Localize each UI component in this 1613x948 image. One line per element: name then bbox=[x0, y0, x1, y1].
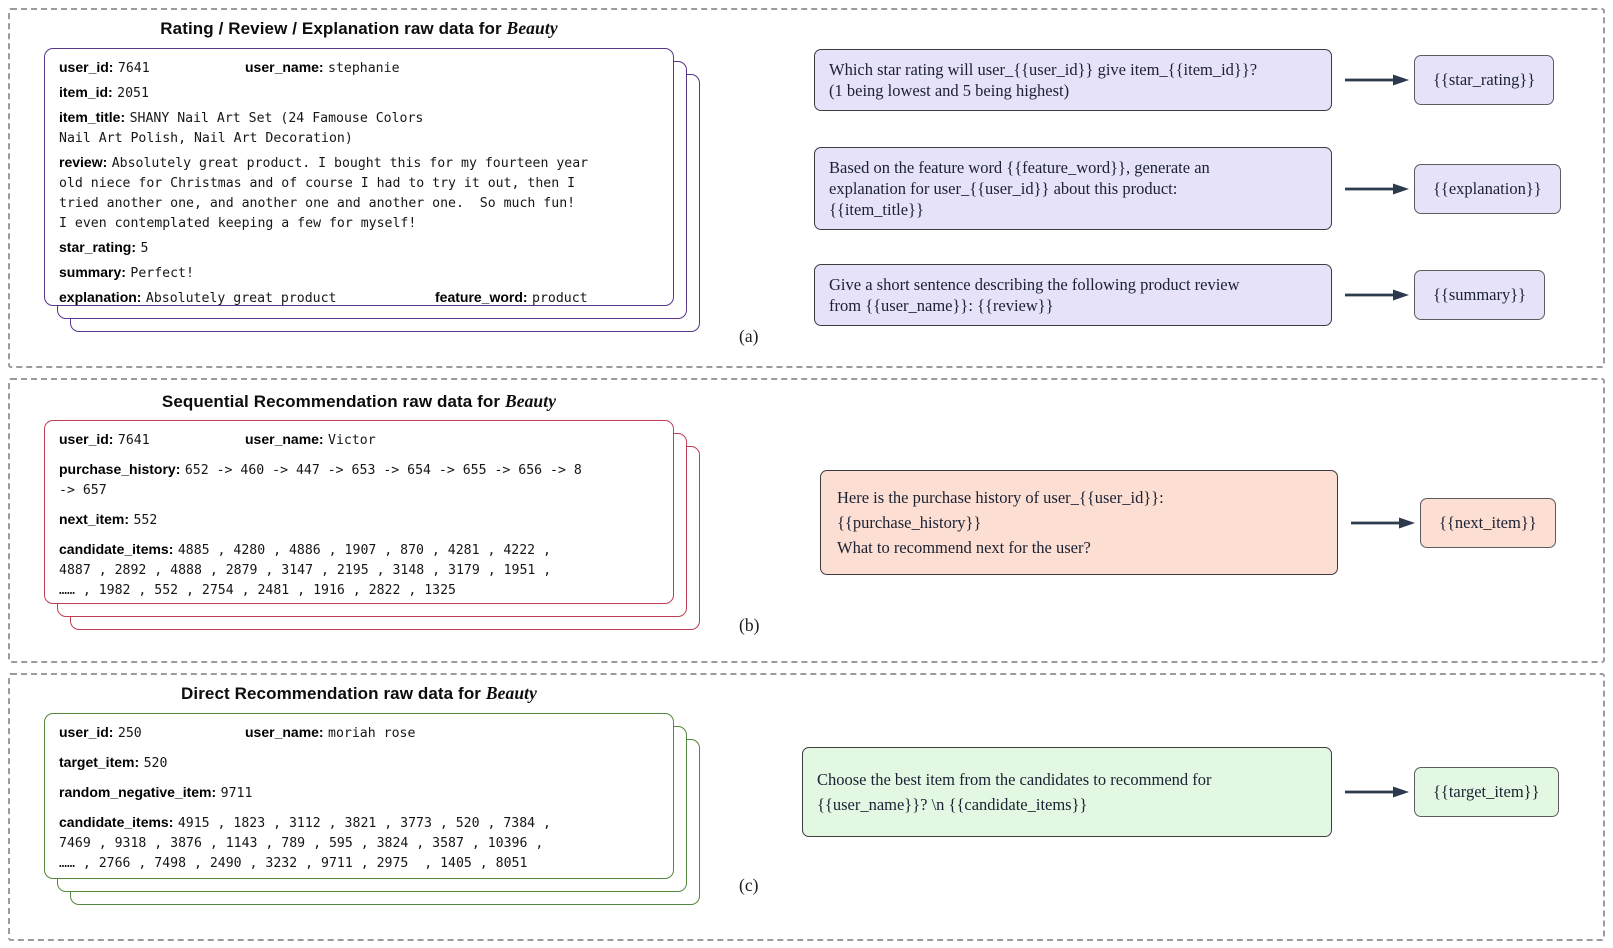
raw-data-card-c: user_id: 250 user_name: moriah rose targ… bbox=[44, 713, 674, 879]
panel-c-title-dataset: Beauty bbox=[485, 683, 537, 703]
panel-c-title: Direct Recommendation raw data for Beaut… bbox=[44, 683, 674, 704]
panel-c-title-text: Direct Recommendation raw data for bbox=[181, 684, 486, 703]
field-random-negative-item: random_negative_item: 9711 bbox=[59, 784, 253, 801]
prompt-box-next-item: Here is the purchase history of user_{{u… bbox=[820, 470, 1338, 575]
prompt-row-star-rating: Which star rating will user_{{user_id}} … bbox=[814, 49, 1555, 111]
field-feature-word: feature_word: product bbox=[435, 289, 588, 306]
panel-a-title-dataset: Beauty bbox=[506, 18, 558, 38]
field-candidate-items: candidate_items: 4885 , 4280 , 4886 , 19… bbox=[59, 541, 552, 598]
field-target-item: target_item: 520 bbox=[59, 754, 168, 771]
output-box-explanation: {{explanation}} bbox=[1414, 163, 1561, 214]
prompt-row-explanation: Based on the feature word {{feature_word… bbox=[814, 147, 1561, 230]
output-box-next-item: {{next_item}} bbox=[1420, 497, 1556, 548]
prompt-row-target-item: Choose the best item from the candidates… bbox=[802, 747, 1559, 837]
panel-b-label: (b) bbox=[739, 615, 760, 635]
output-box-star-rating: {{star_rating}} bbox=[1414, 55, 1555, 105]
field-user-name: user_name: stephanie bbox=[245, 59, 400, 76]
field-purchase-history: purchase_history: 652 -> 460 -> 447 -> 6… bbox=[59, 461, 582, 498]
field-user-name: user_name: moriah rose bbox=[245, 724, 416, 741]
raw-data-card-b: user_id: 7641 user_name: Victor purchase… bbox=[44, 420, 674, 604]
panel-b-title: Sequential Recommendation raw data for B… bbox=[44, 391, 674, 412]
field-next-item: next_item: 552 bbox=[59, 511, 158, 528]
panel-b-title-dataset: Beauty bbox=[504, 391, 557, 411]
panel-sequential-recommendation: Sequential Recommendation raw data for B… bbox=[8, 378, 1605, 663]
arrow-icon bbox=[1344, 72, 1410, 88]
output-box-target-item: {{target_item}} bbox=[1414, 767, 1559, 817]
prompt-row-summary: Give a short sentence describing the fol… bbox=[814, 264, 1546, 326]
prompt-box-star-rating: Which star rating will user_{{user_id}} … bbox=[814, 49, 1332, 111]
arrow-icon bbox=[1344, 287, 1410, 303]
panel-a-title-text: Rating / Review / Explanation raw data f… bbox=[160, 19, 507, 38]
field-review: review: Absolutely great product. I boug… bbox=[59, 154, 589, 231]
field-user-id: user_id: 7641 user_name: stephanie bbox=[59, 59, 400, 76]
prompt-row-next-item: Here is the purchase history of user_{{u… bbox=[820, 470, 1556, 575]
raw-data-card-stack-b: user_id: 7641 user_name: Victor purchase… bbox=[44, 420, 700, 630]
panel-a-title: Rating / Review / Explanation raw data f… bbox=[44, 18, 674, 39]
raw-data-card-stack-a: user_id: 7641 user_name: stephanie item_… bbox=[44, 48, 700, 332]
panel-b-title-text: Sequential Recommendation raw data for bbox=[161, 392, 505, 411]
field-user-id: user_id: 250 user_name: moriah rose bbox=[59, 724, 416, 741]
raw-data-card-a: user_id: 7641 user_name: stephanie item_… bbox=[44, 48, 674, 306]
prompt-box-explanation: Based on the feature word {{feature_word… bbox=[814, 147, 1332, 230]
panel-a-label: (a) bbox=[739, 326, 759, 346]
field-item-id: item_id: 2051 bbox=[59, 84, 149, 101]
field-user-name: user_name: Victor bbox=[245, 431, 376, 448]
raw-data-card-stack-c: user_id: 250 user_name: moriah rose targ… bbox=[44, 713, 700, 905]
output-box-summary: {{summary}} bbox=[1414, 270, 1546, 320]
arrow-icon bbox=[1344, 181, 1410, 197]
prompt-box-summary: Give a short sentence describing the fol… bbox=[814, 264, 1332, 326]
field-star-rating: star_rating: 5 bbox=[59, 239, 149, 256]
field-summary: summary: Perfect! bbox=[59, 264, 194, 281]
arrow-icon bbox=[1344, 784, 1410, 800]
field-explanation: explanation: Absolutely great product fe… bbox=[59, 289, 588, 306]
field-item-title: item_title: SHANY Nail Art Set (24 Famou… bbox=[59, 109, 424, 146]
field-user-id: user_id: 7641 user_name: Victor bbox=[59, 431, 376, 448]
panel-rating-review-explanation: Rating / Review / Explanation raw data f… bbox=[8, 8, 1605, 368]
field-candidate-items: candidate_items: 4915 , 1823 , 3112 , 38… bbox=[59, 814, 551, 871]
arrow-icon bbox=[1350, 515, 1416, 531]
prompt-box-target-item: Choose the best item from the candidates… bbox=[802, 747, 1332, 837]
panel-c-label: (c) bbox=[739, 875, 759, 895]
panel-direct-recommendation: Direct Recommendation raw data for Beaut… bbox=[8, 673, 1605, 941]
